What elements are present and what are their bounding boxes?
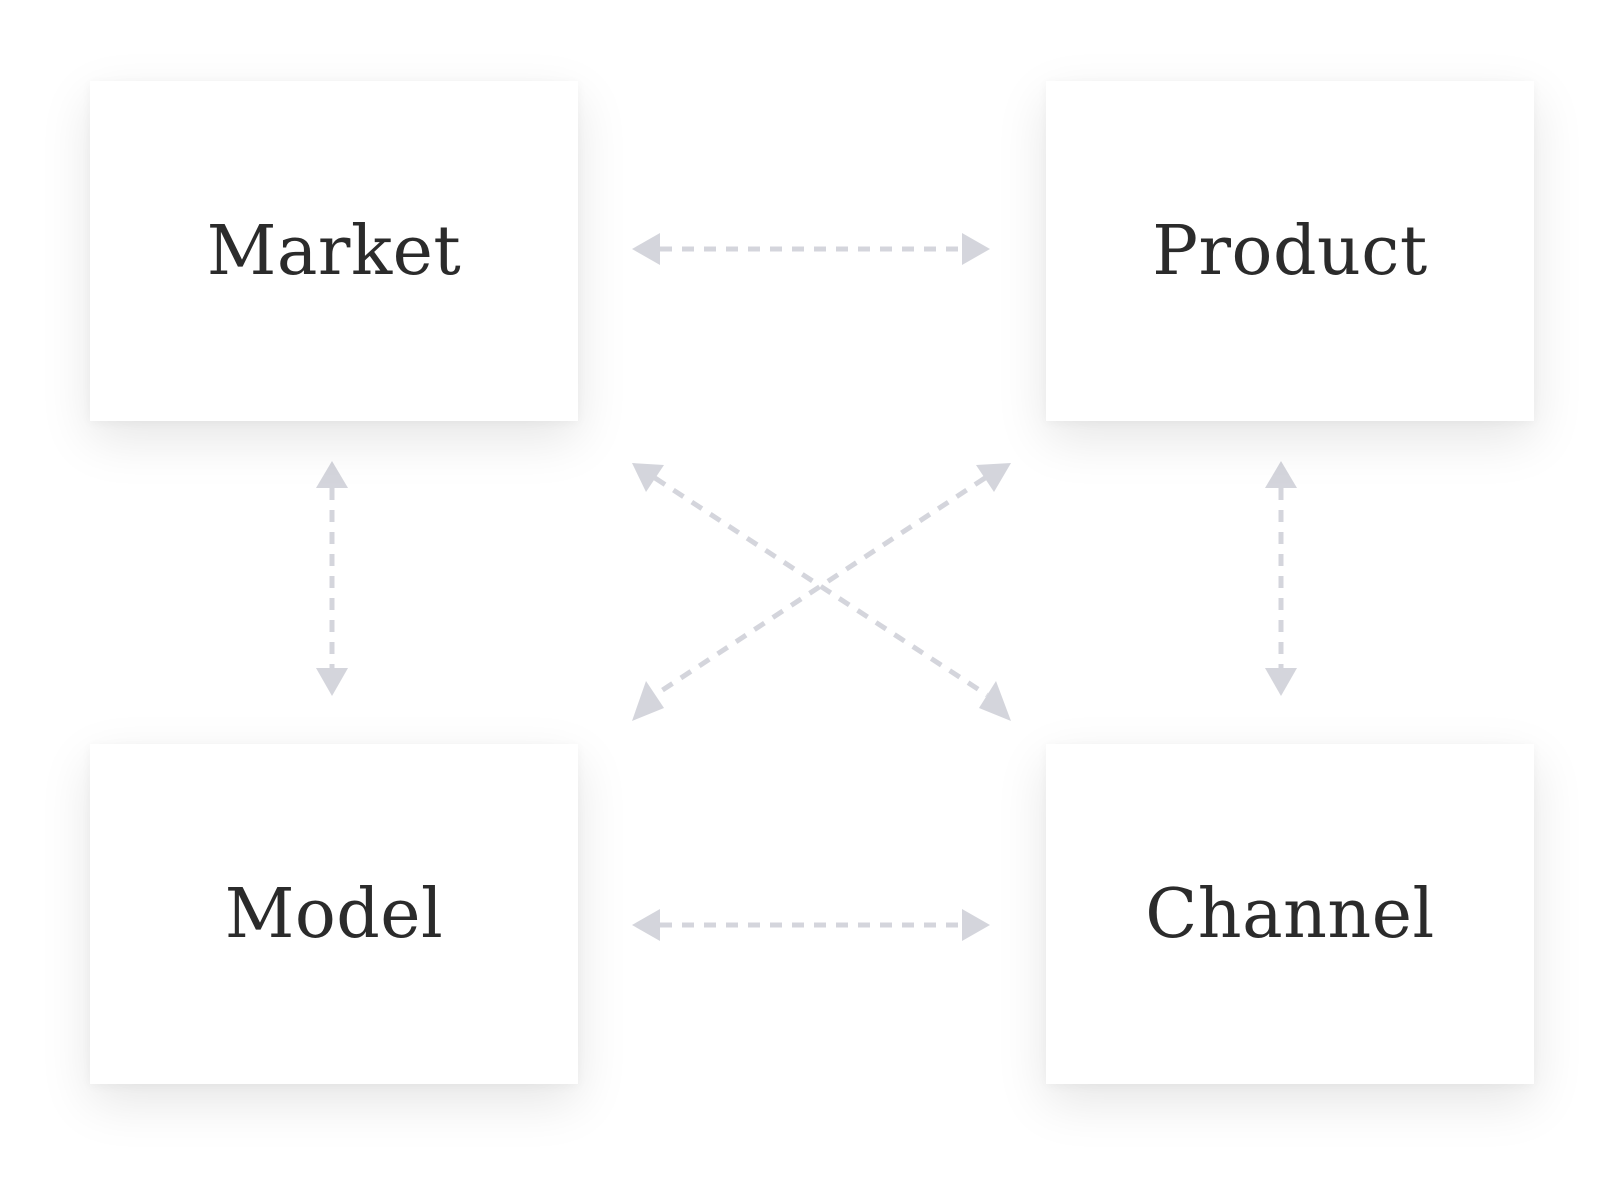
connector-market-product [632,233,990,265]
arrowhead-up-right-icon [976,463,1011,492]
arrowhead-up-icon [1265,461,1297,488]
node-label-product: Product [1152,211,1428,291]
arrowhead-right-icon [962,909,990,941]
connector-product-channel [1265,461,1297,696]
arrowhead-left-icon [632,909,660,941]
arrowhead-down-left-icon [632,681,664,721]
node-product: Product [1046,81,1534,421]
node-label-model: Model [224,874,444,954]
arrowhead-down-right-icon [979,681,1011,721]
arrowhead-down-icon [1265,668,1297,696]
connector-market-model [316,461,348,696]
connector-model-channel [632,909,990,941]
arrowhead-down-icon [316,668,348,696]
arrowhead-up-left-icon [632,463,664,492]
node-market: Market [90,81,578,421]
arrowhead-up-icon [316,461,348,488]
node-label-channel: Channel [1145,874,1435,954]
arrowhead-left-icon [632,233,660,265]
node-label-market: Market [206,211,462,291]
arrowhead-right-icon [962,233,990,265]
node-model: Model [90,744,578,1084]
connector-product-model [632,463,1011,721]
node-channel: Channel [1046,744,1534,1084]
connector-market-channel [632,463,1011,721]
